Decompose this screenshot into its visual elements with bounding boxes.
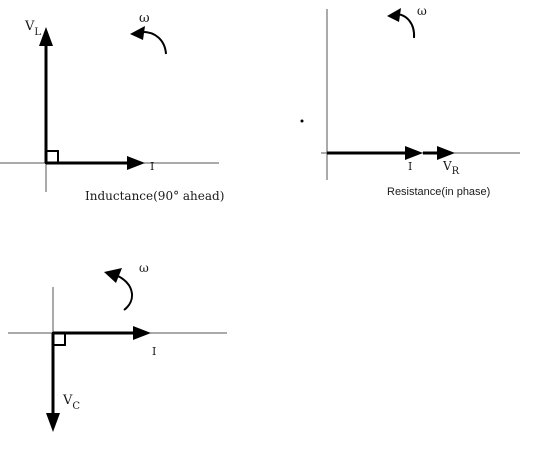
- inductance-diagram: ω VL I Inductance(90° ahead): [0, 11, 224, 203]
- capacitance-voltage-label: VC: [62, 393, 80, 412]
- inductance-omega-label: ω: [139, 11, 150, 26]
- stray-dot: [300, 119, 304, 123]
- resistance-omega-label: ω: [417, 4, 427, 18]
- inductance-right-angle-marker: [45, 150, 59, 164]
- capacitance-omega-label: ω: [139, 261, 149, 275]
- resistance-voltage-label: VR: [442, 159, 460, 177]
- resistance-caption: Resistance(in phase): [387, 186, 490, 198]
- capacitance-rotation-arrow: [104, 268, 133, 311]
- inductance-voltage-label: VL: [24, 19, 41, 38]
- capacitance-right-angle-marker: [52, 332, 66, 346]
- inductance-rotation-arrow: [130, 26, 167, 55]
- capacitance-voltage-vector: [46, 333, 60, 432]
- resistance-current-label: I: [408, 160, 412, 173]
- resistance-diagram: ω I VR Resistance(in phase): [300, 4, 520, 198]
- capacitance-current-label: I: [152, 345, 156, 358]
- inductance-current-label: I: [150, 160, 154, 173]
- inductance-caption: Inductance(90° ahead): [85, 189, 224, 203]
- resistance-rotation-arrow: [387, 8, 416, 39]
- resistance-voltage-vector: [423, 146, 455, 160]
- inductance-voltage-vector: [39, 27, 53, 163]
- capacitance-current-vector: [53, 326, 151, 340]
- capacitance-diagram: ω I VC: [8, 261, 227, 432]
- inductance-current-vector: [46, 156, 145, 170]
- resistance-current-vector: [327, 146, 423, 160]
